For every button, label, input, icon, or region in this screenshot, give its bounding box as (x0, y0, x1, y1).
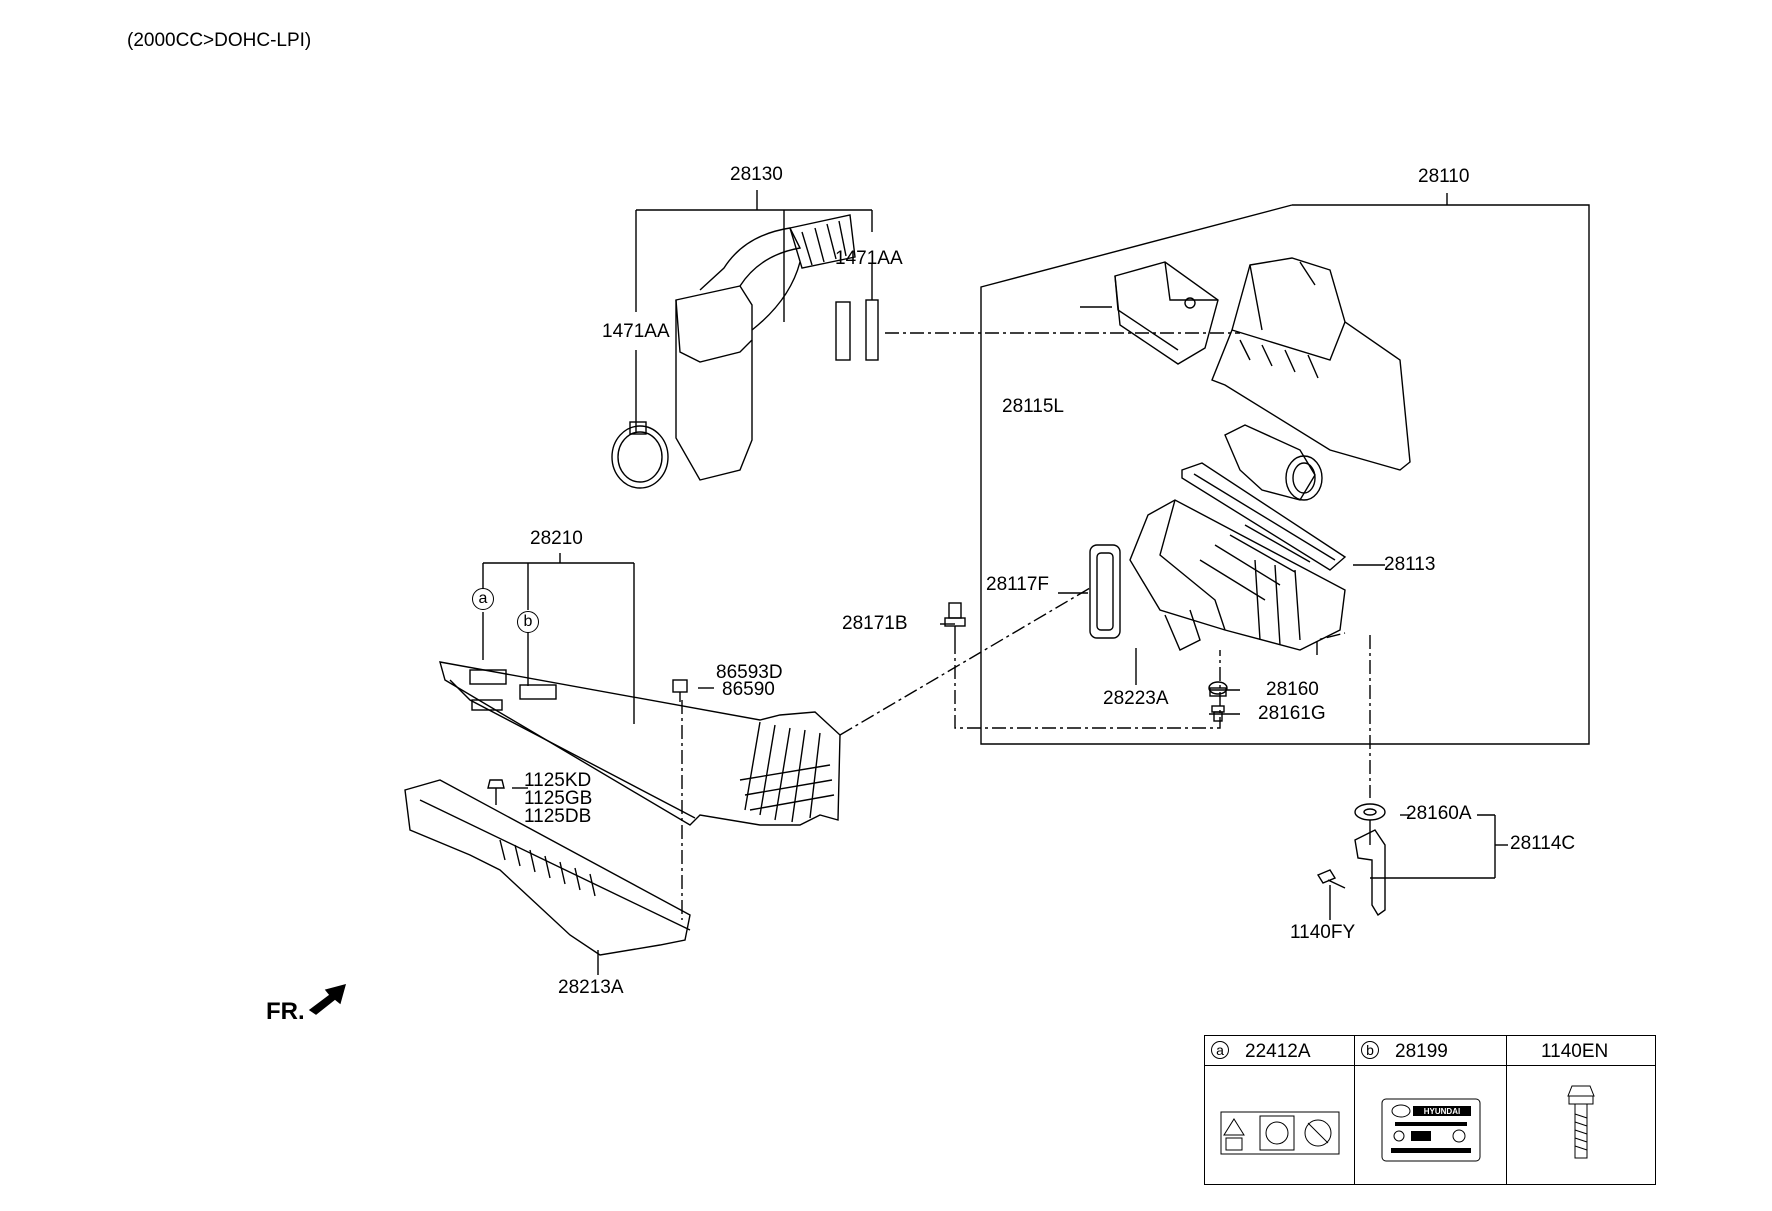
front-arrow-icon (308, 984, 347, 1015)
bracket-28114C (1370, 814, 1508, 879)
part-label-1471AA-left: 1471AA (602, 321, 670, 342)
warning-label-icon (1220, 1111, 1340, 1155)
legend-table: a 22412A b 28199 HYUNDAI (1204, 1035, 1656, 1185)
engine-spec-header: (2000CC>DOHC-LPI) (127, 30, 312, 51)
connection-lines (681, 332, 1371, 920)
bolt-28161G (1211, 705, 1225, 722)
part-label-28113: 28113 (1384, 554, 1436, 575)
filter-housing-28115L (1114, 261, 1219, 365)
hose-clamp-left (611, 421, 669, 489)
fastener-28171B (944, 602, 966, 640)
front-indicator-label: FR. (266, 998, 305, 1025)
part-label-28161G: 28161G (1258, 703, 1326, 724)
legend-code-28199: 28199 (1395, 1041, 1448, 1062)
part-label-28223A: 28223A (1103, 688, 1169, 709)
legend-code-22412A: 22412A (1245, 1041, 1311, 1062)
bolt-1140FY (1316, 869, 1346, 889)
part-label-1140FY: 1140FY (1290, 922, 1356, 943)
part-label-86590: 86590 (722, 679, 775, 700)
gasket-28117F (1089, 544, 1121, 639)
mounting-bracket-28114C (1354, 803, 1386, 917)
part-label-28114C: 28114C (1510, 833, 1576, 854)
lower-duct-28213A (404, 779, 691, 956)
legend-cell-1140EN: 1140EN (1507, 1036, 1655, 1184)
part-label-1125GB: 1125GB (524, 788, 593, 809)
part-label-28171B: 28171B (842, 613, 908, 634)
air-cleaner-cover (1211, 257, 1411, 471)
clip-86593D (672, 679, 688, 702)
intake-adapter (1224, 424, 1323, 501)
legend-cell-a: a 22412A (1205, 1036, 1355, 1184)
legend-marker-b: b (1361, 1041, 1379, 1059)
legend-code-1140EN: 1140EN (1541, 1041, 1609, 1062)
callout-b: b (517, 611, 539, 633)
intake-duct-28210 (439, 661, 841, 826)
part-label-28160A: 28160A (1406, 803, 1472, 824)
part-label-86593D: 86593D (716, 662, 783, 683)
part-label-28115L: 28115L (1002, 396, 1064, 417)
part-label-1471AA-top: 1471AA (835, 248, 903, 269)
part-label-28210: 28210 (530, 528, 583, 549)
filter-element-28113 (1181, 462, 1347, 571)
part-label-28110: 28110 (1418, 166, 1470, 187)
lower-housing (1129, 499, 1346, 651)
bolt-1125KD (487, 779, 505, 805)
leader-lines (512, 306, 1410, 975)
hyundai-label-icon: HYUNDAI (1381, 1098, 1481, 1162)
part-label-28213A: 28213A (558, 977, 624, 998)
part-label-28117F: 28117F (986, 574, 1050, 595)
bolt-icon (1567, 1085, 1595, 1159)
legend-cell-b: b 28199 HYUNDAI (1355, 1036, 1507, 1184)
callout-a: a (472, 588, 494, 610)
part-label-1125DB: 1125DB (524, 806, 592, 827)
part-label-1125KD: 1125KD (524, 770, 592, 791)
air-duct-28130 (675, 214, 879, 481)
legend-marker-a: a (1211, 1041, 1229, 1059)
part-label-28160: 28160 (1266, 679, 1319, 700)
bracket-28210 (482, 553, 635, 724)
grommet-28160 (1208, 681, 1228, 697)
bracket-28110 (980, 193, 1590, 745)
part-label-28130: 28130 (730, 164, 783, 185)
hyundai-brand-text: HYUNDAI (1424, 1107, 1460, 1116)
